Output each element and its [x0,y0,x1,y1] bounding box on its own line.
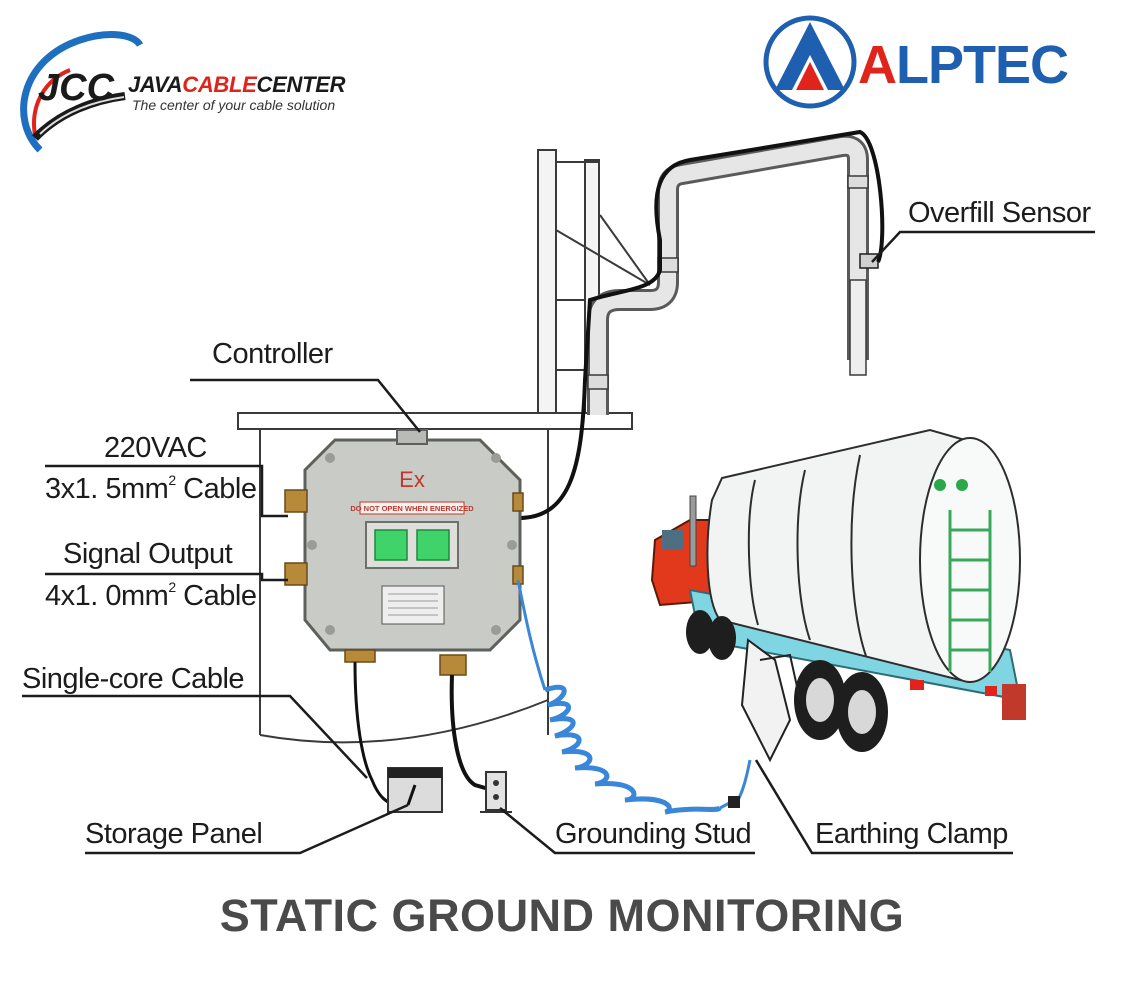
jcc-company-name: JAVACABLECENTER [128,72,345,98]
alptec-letter-a: A [858,35,897,95]
alptec-logo [763,15,857,109]
power-cable-superscript: 2 [168,472,176,488]
loading-arm [514,129,885,521]
label-single-core-cable: Single-core Cable [22,663,245,695]
power-cable-suffix: Cable [175,473,257,505]
label-signal-output: Signal Output [63,538,233,570]
jcc-name-java: JAVA [128,72,183,97]
indicator-left [374,529,408,561]
alptec-wordmark: ALPTEC [858,35,1069,95]
earthing-clamp [728,638,801,808]
jcc-tagline: The center of your cable solution [132,97,336,113]
label-power-cable: 3x1. 5mm2 Cable [45,472,257,505]
signal-cable-superscript: 2 [168,579,176,595]
jcc-name-center: CENTER [256,72,346,97]
label-overfill-sensor: Overfill Sensor [908,197,1091,229]
label-controller: Controller [212,338,333,370]
ex-mark: Ex [399,467,425,492]
label-power-voltage: 220VAC [104,432,207,464]
overfill-sensor-device [859,253,879,269]
gantry-structure [237,149,651,744]
label-earthing-clamp: Earthing Clamp [815,818,1008,850]
jcc-monogram: JCC [38,67,115,109]
warning-plate: DO NOT OPEN WHEN ENERGIZED [350,504,474,513]
tanker-truck [650,428,1026,752]
storage-panel [387,767,443,813]
leader-lines [22,230,1095,855]
label-storage-panel: Storage Panel [85,818,263,850]
signal-cable-size: 4x1. 0mm [45,580,169,612]
jcc-logo: JCC [20,31,144,153]
controller-box: Ex DO NOT OPEN WHEN ENERGIZED [284,429,524,676]
grounding-stud [480,771,512,813]
page-title: STATIC GROUND MONITORING [219,890,905,941]
signal-cable-suffix: Cable [175,580,257,612]
label-signal-cable: 4x1. 0mm2 Cable [45,579,257,612]
alptec-letters-rest: LPTEC [896,35,1069,95]
indicator-right [416,529,450,561]
label-grounding-stud: Grounding Stud [555,818,752,850]
jcc-name-cable: CABLE [182,72,257,97]
power-cable-size: 3x1. 5mm [45,473,169,505]
